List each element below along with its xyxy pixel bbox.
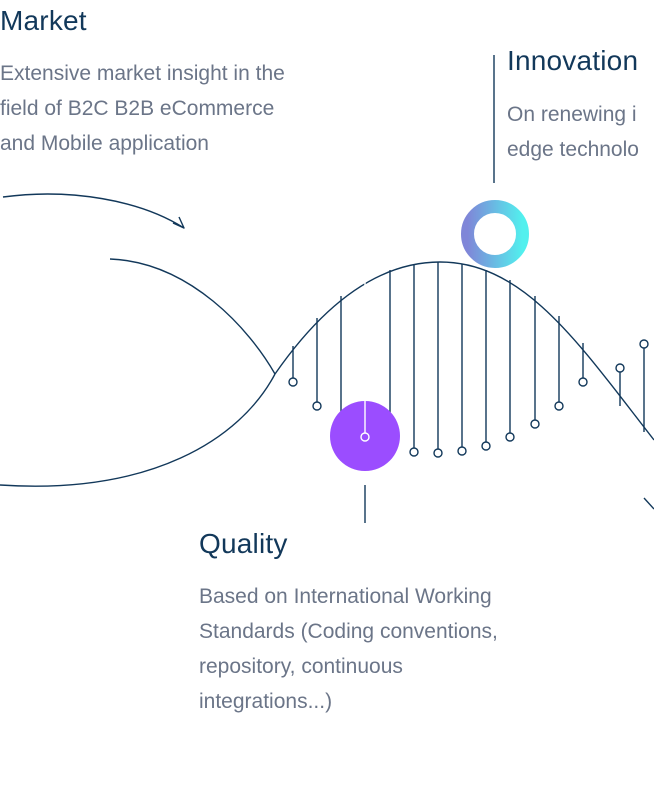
market-section: Market Extensive market insight in the f… <box>0 4 360 161</box>
quality-title: Quality <box>199 528 288 559</box>
helix-tail-line <box>643 497 654 510</box>
market-arrow-head <box>172 216 185 229</box>
quality-dot-node <box>360 432 370 442</box>
helix-rung <box>288 346 298 387</box>
innovation-title: Innovation <box>507 45 639 76</box>
quality-description: Based on International Working Standards… <box>199 585 498 713</box>
helix-rung <box>433 262 443 458</box>
helix-strand-lower <box>0 373 276 487</box>
innovation-ring-icon <box>461 200 529 268</box>
helix-rung <box>615 363 625 406</box>
helix-rung <box>457 264 467 456</box>
helix-strand-upper <box>109 258 276 375</box>
market-title: Market <box>0 5 87 36</box>
market-description: Extensive market insight in the field of… <box>0 62 285 155</box>
helix-rung <box>578 343 588 387</box>
helix-rung <box>481 270 491 451</box>
market-arrow-curve <box>2 193 185 229</box>
innovation-description: On renewing i edge technolo <box>507 103 639 161</box>
helix-wave <box>274 261 654 441</box>
helix-rung <box>312 318 322 411</box>
helix-rung <box>530 296 540 429</box>
helix-rung <box>554 316 564 411</box>
helix-rung <box>639 339 649 432</box>
helix-rung <box>505 280 515 442</box>
innovation-section: Innovation On renewing i edge technolo <box>507 44 654 167</box>
quality-section: Quality Based on International Working S… <box>199 527 579 719</box>
helix-rung <box>409 264 419 457</box>
